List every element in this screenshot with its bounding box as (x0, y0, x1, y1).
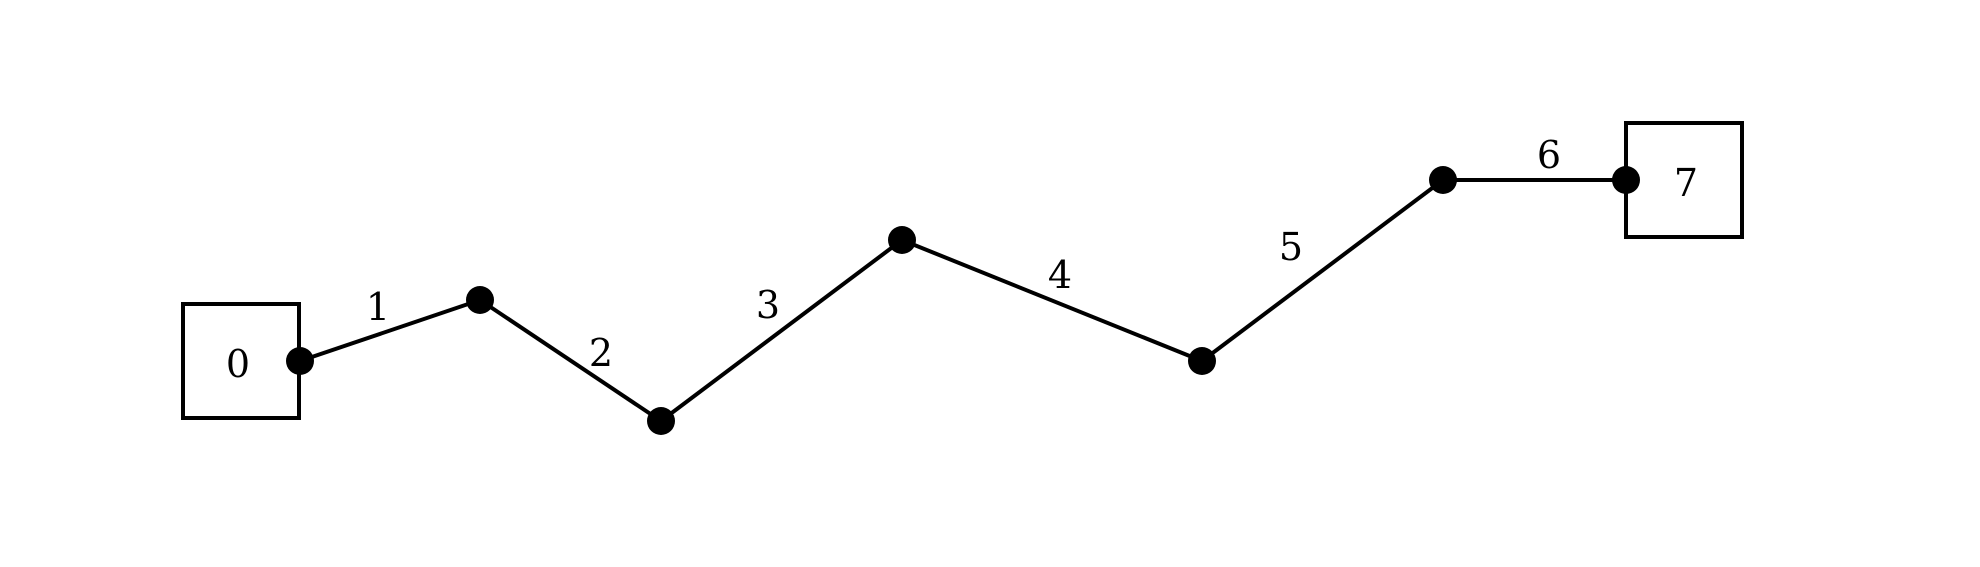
path-node (888, 226, 916, 254)
start-box-label: 0 (226, 342, 250, 386)
edge-4 (901, 238, 1203, 363)
path-node (1429, 166, 1457, 194)
path-node (647, 407, 675, 435)
path-node (1612, 166, 1640, 194)
edge-5 (1200, 178, 1445, 363)
path-node (286, 347, 314, 375)
path-node (466, 286, 494, 314)
path-node (1188, 347, 1216, 375)
edge-label-4: 4 (1048, 253, 1072, 297)
edge-label-2: 2 (589, 331, 613, 375)
end-box-label: 7 (1674, 161, 1698, 205)
edge-2 (478, 298, 663, 423)
start-box (181, 302, 301, 420)
edge-label-6: 6 (1537, 133, 1561, 177)
end-box (1624, 121, 1744, 239)
edge-label-1: 1 (366, 285, 390, 329)
edge-label-5: 5 (1279, 225, 1303, 269)
edge-1 (299, 298, 481, 363)
edge-label-3: 3 (756, 283, 780, 327)
edge-3 (659, 238, 904, 423)
